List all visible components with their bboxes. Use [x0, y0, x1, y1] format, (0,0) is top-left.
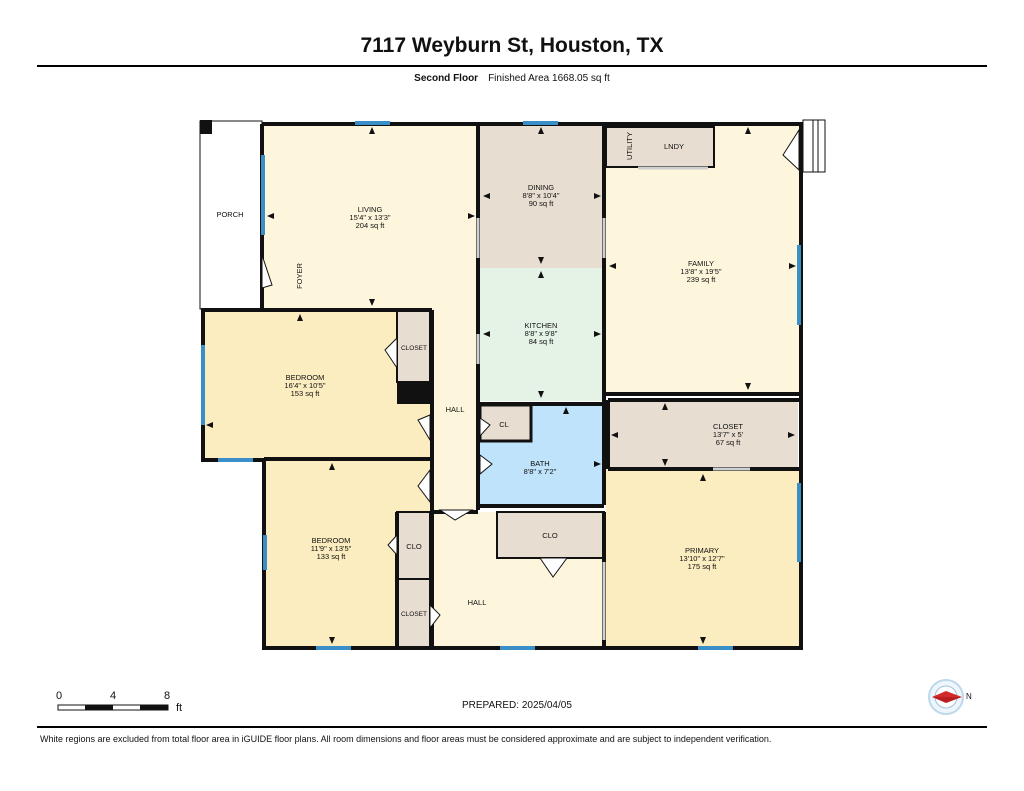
primary-room — [606, 470, 799, 648]
porch-area — [199, 120, 263, 310]
disclaimer: White regions are excluded from total fl… — [40, 734, 772, 744]
bedroom2-area: 133 sq ft — [317, 552, 347, 561]
clo1-label: CLO — [406, 542, 422, 551]
kitchen-label: KITCHEN — [525, 321, 558, 330]
family-area: 239 sq ft — [687, 275, 717, 284]
wall-block-topleft — [200, 120, 212, 134]
kitchen-dims: 8'8" x 9'8" — [525, 329, 558, 338]
dining-area: 90 sq ft — [529, 199, 555, 208]
porch-label: PORCH — [216, 210, 243, 219]
closet-big-label: CLOSET — [713, 422, 743, 431]
hall2-label: HALL — [468, 598, 487, 607]
closet2-label: CLOSET — [401, 611, 427, 618]
cl-room-fill — [478, 403, 533, 443]
living-dims: 15'4" x 13'3" — [349, 213, 390, 222]
foyer-label: FOYER — [295, 263, 304, 289]
windows — [201, 121, 801, 650]
dining-dims: 8'8" x 10'4" — [523, 191, 560, 200]
scale-label-4: 4 — [110, 690, 117, 702]
lndy-label: LNDY — [664, 142, 684, 151]
living-label: LIVING — [358, 205, 383, 214]
closet-big-dims: 13'7" x 5' — [713, 430, 744, 439]
primary-area: 175 sq ft — [688, 562, 718, 571]
page-title: 7117 Weyburn St, Houston, TX — [360, 34, 664, 57]
closet1-label: CLOSET — [401, 345, 427, 352]
dining-label: DINING — [528, 183, 554, 192]
primary-dims: 13'10" x 12'7" — [679, 554, 725, 563]
bedroom1-room — [203, 311, 431, 459]
compass-icon — [928, 679, 964, 715]
doors — [261, 128, 800, 630]
family-dims: 13'8" x 19'5" — [680, 267, 721, 276]
bath-label: BATH — [530, 459, 549, 468]
compass-north-label: N — [966, 692, 972, 701]
scale-label-0: 0 — [56, 690, 63, 702]
openings — [476, 166, 750, 640]
utility-label: UTILITY — [625, 132, 634, 160]
dining-room — [480, 124, 604, 268]
bath-dims: 8'8" x 7'2" — [524, 467, 557, 476]
hall-upper — [432, 124, 478, 512]
bedroom1-dims: 16'4" x 10'5" — [284, 381, 325, 390]
bedroom2-label: BEDROOM — [312, 536, 351, 545]
wall-block-bedroom — [397, 382, 430, 404]
hall1-label: HALL — [446, 405, 465, 414]
kitchen-room — [480, 268, 604, 401]
floor-subtitle: Second Floor Finished Area 1668.05 sq ft — [0, 73, 1024, 84]
family-label: FAMILY — [688, 259, 714, 268]
finished-area: Finished Area 1668.05 sq ft — [488, 73, 610, 84]
big-closet-room — [608, 400, 798, 469]
living-area: 204 sq ft — [356, 221, 386, 230]
scale-label-8: 8 — [164, 690, 171, 702]
bedroom1-area: 153 sq ft — [291, 389, 321, 398]
floor-name: Second Floor — [414, 73, 479, 84]
closet-big-area: 67 sq ft — [716, 438, 742, 447]
kitchen-area: 84 sq ft — [529, 337, 555, 346]
bedroom1-label: BEDROOM — [286, 373, 325, 382]
clo2-label: CLO — [542, 531, 558, 540]
utility-room — [605, 126, 715, 168]
prepared-date: PREPARED: 2025/04/05 — [462, 700, 572, 711]
bedroom2-dims: 11'9" x 13'5" — [311, 544, 352, 553]
scale-unit: ft — [176, 702, 183, 714]
cl-label: CL — [499, 420, 509, 429]
dimension-arrows — [206, 127, 796, 644]
stair-steps — [802, 119, 826, 173]
primary-label: PRIMARY — [685, 546, 719, 555]
scale-bar — [57, 704, 169, 711]
title-rule — [37, 65, 987, 67]
